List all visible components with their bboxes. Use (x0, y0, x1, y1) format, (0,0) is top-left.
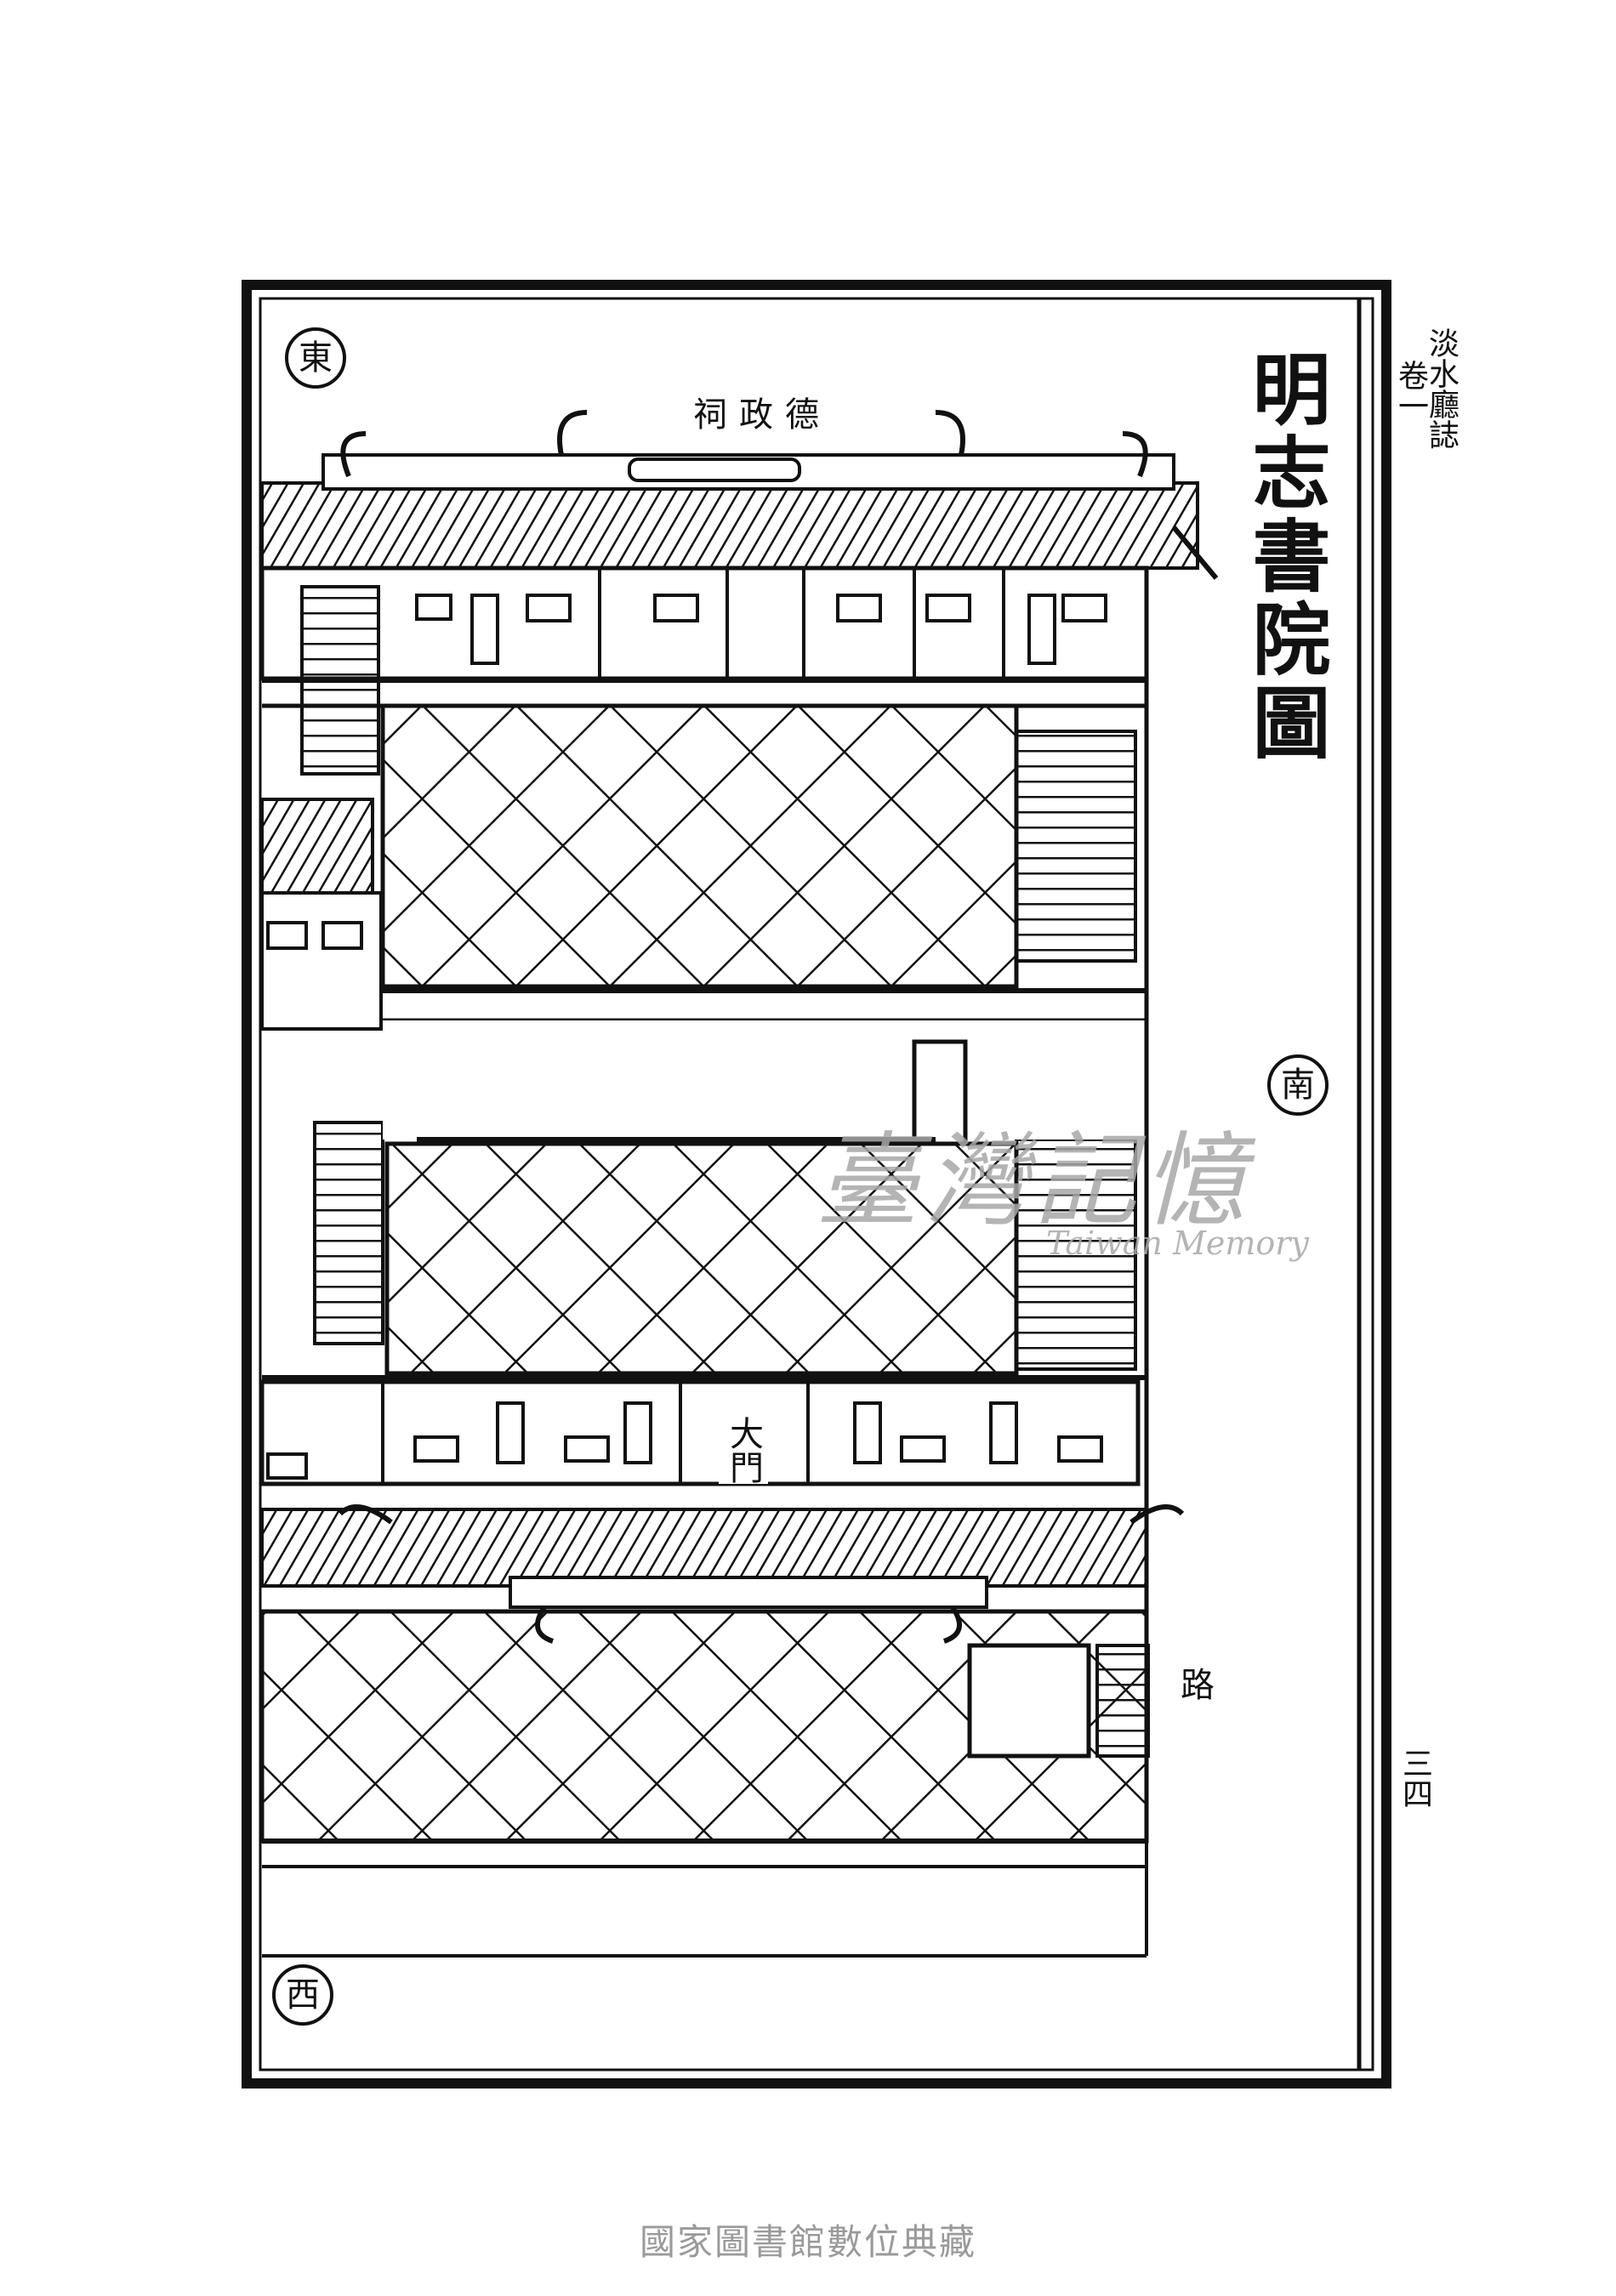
main-gate-label: 大門 (719, 1416, 768, 1484)
shrine-building (259, 565, 1149, 708)
footer-credit: 國家圖書館數位典藏 (639, 2221, 976, 2263)
courtyard-lattice-upper (380, 703, 1019, 989)
running-head-volume: 卷一 (1393, 360, 1428, 421)
running-head: 淡水廳誌 卷一 (1393, 327, 1459, 450)
side-buildings (260, 585, 1137, 1371)
middle-hall (383, 1020, 1148, 1146)
shrine-label: 祠政德 (693, 395, 831, 435)
watermark-english: Taiwan Memory (1046, 1225, 1309, 1262)
watermark: 臺灣記憶 Taiwan Memory (817, 1122, 1309, 1263)
courtyard-lattice-middle (384, 1141, 1019, 1376)
page-frame (242, 280, 1391, 2089)
gate-building (259, 1379, 1185, 1644)
road-label: 路 (1175, 1667, 1214, 1701)
page-number: 三四 (1397, 1748, 1432, 1809)
shrine-roof (260, 410, 1219, 580)
compass-east: 東 (285, 327, 346, 389)
compass-west: 西 (272, 1964, 333, 2026)
compass-south: 南 (1267, 1054, 1329, 1116)
watermark-chinese: 臺灣記憶 (817, 1122, 1252, 1241)
front-pavilion (967, 1643, 1150, 1759)
page-title: 明志書院圖 (1239, 349, 1331, 765)
road-band (262, 1839, 1148, 1958)
running-head-book: 淡水廳誌 (1424, 327, 1459, 450)
